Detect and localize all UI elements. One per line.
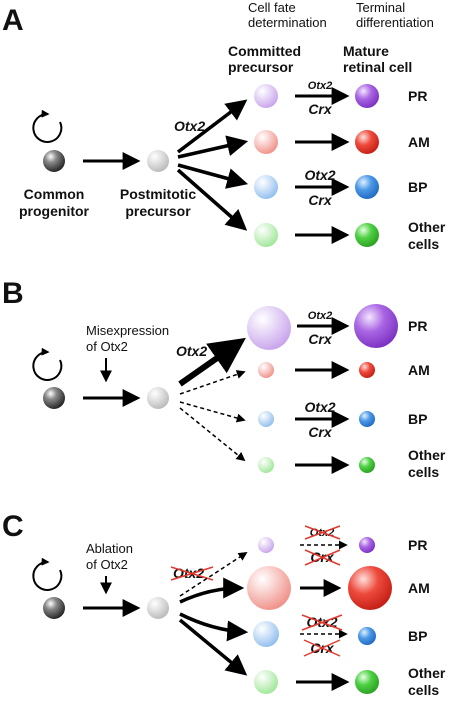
mature-am-cell — [359, 362, 375, 378]
committed-bp-cell — [254, 175, 278, 199]
fate-arrow-am-enhanced — [179, 577, 245, 604]
header-mature-line2: retinal cell — [343, 59, 412, 75]
perturbation-label-line2: of Otx2 — [86, 557, 128, 572]
perturbation-label-line2: of Otx2 — [86, 339, 128, 354]
cell-label-pr: PR — [408, 537, 427, 553]
header-mature-line1: Mature — [343, 43, 389, 59]
fate-arrow-other — [176, 168, 248, 231]
mature-bp-cell — [355, 175, 379, 199]
committed-pr-cell — [247, 306, 291, 350]
header-cell-fate-line1: Cell fate — [248, 0, 296, 15]
mature-am-cell — [355, 130, 379, 154]
committed-bp-cell — [253, 621, 279, 647]
cell-label-other-line1: Other — [408, 665, 446, 681]
bp-gene-otx2: Otx2 — [304, 399, 335, 415]
committed-other-cell — [258, 457, 274, 473]
postmitotic-precursor-cell — [147, 387, 169, 409]
cell-label-bp: BP — [408, 628, 427, 644]
postmitotic-precursor-cell — [147, 150, 169, 172]
bp-gene-crx: Crx — [308, 192, 333, 208]
fate-arrow-other — [178, 618, 248, 676]
cell-label-am: AM — [408, 362, 430, 378]
committed-am-cell — [258, 362, 274, 378]
perturbation-label-line1: Ablation — [86, 541, 133, 556]
mature-other-cell — [359, 457, 375, 473]
fate-arrow-am — [177, 135, 249, 159]
common-progenitor-cell — [43, 597, 65, 619]
postmitotic-label-line2: precursor — [125, 203, 191, 219]
pr-gene-crx: Crx — [308, 101, 333, 117]
pr-gene-otx2: Otx2 — [308, 80, 332, 92]
committed-other-cell — [254, 223, 278, 247]
committed-pr-cell — [258, 537, 274, 553]
fate-arrow-bp — [179, 612, 249, 642]
header-committed-line1: Committed — [228, 43, 301, 59]
common-progenitor-label-line1: Common — [24, 186, 85, 202]
mature-other-cell — [355, 670, 379, 694]
fate-arrow-am-reduced — [179, 370, 246, 395]
fate-arrow-bp-reduced — [179, 401, 246, 423]
common-progenitor-cell — [43, 387, 65, 409]
fate-arrow-bp — [177, 163, 249, 189]
cell-label-am: AM — [408, 580, 430, 596]
panel-letter-b: B — [2, 277, 24, 310]
panel-letter-a: A — [2, 4, 24, 37]
cell-label-bp: BP — [408, 411, 427, 427]
self-renewal-arrow — [32, 109, 63, 143]
pr-gene-cross-mark — [304, 525, 341, 566]
committed-other-cell — [254, 670, 278, 694]
postmitotic-precursor-cell — [147, 597, 169, 619]
mature-pr-cell — [355, 84, 379, 108]
header-terminal-line1: Terminal — [356, 0, 405, 15]
mature-bp-cell — [358, 627, 376, 645]
fate-gene-cross-mark — [170, 566, 214, 581]
fate-gene-label: Otx2 — [176, 343, 207, 359]
cell-label-other-line2: cells — [408, 236, 439, 252]
header-cell-fate-line2: determination — [248, 15, 327, 30]
cell-label-other-line2: cells — [408, 682, 439, 698]
committed-pr-cell — [254, 84, 278, 108]
panel-a: A Common progenitor Postmitotic precurso… — [2, 4, 446, 252]
bp-gene-cross-mark — [301, 614, 343, 657]
bp-gene-crx: Crx — [308, 424, 333, 440]
panel-c: C Ablation of Otx2 Otx2 Otx2 Crx — [2, 510, 446, 698]
fate-arrow-other-reduced — [179, 407, 246, 462]
header-terminal-line2: differentiation — [356, 15, 434, 30]
common-progenitor-label-line2: progenitor — [19, 203, 90, 219]
self-renewal-arrow — [32, 347, 63, 381]
common-progenitor-cell — [43, 150, 65, 172]
header-committed-line2: precursor — [228, 59, 294, 75]
cell-label-pr: PR — [408, 318, 427, 334]
committed-bp-cell — [258, 411, 274, 427]
postmitotic-label-line1: Postmitotic — [120, 186, 196, 202]
cell-label-bp: BP — [408, 179, 427, 195]
cell-label-pr: PR — [408, 88, 427, 104]
fate-arrow-pr — [176, 99, 248, 154]
bp-gene-otx2: Otx2 — [304, 167, 335, 183]
fate-gene-label: Otx2 — [174, 118, 205, 134]
perturbation-label-line1: Misexpression — [86, 323, 169, 338]
mature-pr-cell — [359, 537, 375, 553]
cell-label-other-line2: cells — [408, 464, 439, 480]
mature-other-cell — [355, 223, 379, 247]
mature-bp-cell — [359, 411, 375, 427]
pr-gene-otx2: Otx2 — [308, 310, 332, 322]
panel-b: B Misexpression of Otx2 Otx2 Otx2 Crx Ot… — [2, 277, 446, 480]
pr-gene-crx: Crx — [308, 331, 333, 347]
mature-am-cell — [348, 566, 392, 610]
committed-am-cell — [254, 130, 278, 154]
cell-label-other-line1: Other — [408, 447, 446, 463]
fate-arrow-pr-enhanced — [178, 337, 246, 387]
panel-letter-c: C — [2, 510, 24, 543]
fate-arrow-pr-reduced — [179, 552, 248, 597]
cell-label-am: AM — [408, 134, 430, 150]
committed-am-cell — [247, 566, 291, 610]
self-renewal-arrow — [32, 557, 63, 591]
cell-label-other-line1: Other — [408, 219, 446, 235]
mature-pr-cell — [354, 304, 398, 348]
